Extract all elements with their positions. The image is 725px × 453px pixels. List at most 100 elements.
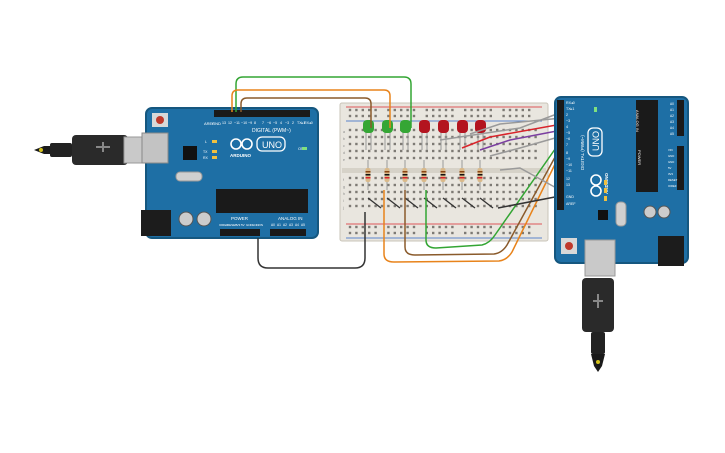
right-pin-3v3: 3V3 xyxy=(668,172,673,176)
right-power-pin-labels: VIN GND GND 5V 3V3 RESET IOREF xyxy=(668,148,678,188)
breadboard-hole xyxy=(528,149,531,153)
breadboard-hole xyxy=(380,156,384,160)
breadboard-hole xyxy=(515,135,518,139)
breadboard-hole xyxy=(412,114,416,118)
wire-orange-right xyxy=(383,153,561,263)
breadboard-hole xyxy=(361,204,364,208)
led xyxy=(400,120,411,150)
breadboard-hole xyxy=(470,149,473,153)
breadboard-hole xyxy=(496,204,499,208)
breadboard-hole xyxy=(508,156,512,160)
right-pin-a2: A2 xyxy=(670,114,674,118)
breadboard-hole xyxy=(534,149,537,153)
breadboard-hole xyxy=(457,183,460,187)
left-pin-0: RX◂0 xyxy=(304,121,313,125)
breadboard-hole xyxy=(438,231,441,235)
breadboard-hole xyxy=(400,190,403,194)
left-pin-reset: RESET xyxy=(227,223,237,227)
breadboard-hole xyxy=(419,135,422,139)
breadboard-hole xyxy=(470,135,473,139)
breadboard-hole xyxy=(502,190,505,194)
breadboard-hole xyxy=(496,128,499,132)
breadboard-hole xyxy=(400,204,403,208)
left-digital-label: DIGITAL (PWM~) xyxy=(252,128,291,134)
wire-green-right xyxy=(425,141,561,249)
left-pin-ioref: IOREF xyxy=(219,223,228,227)
breadboard-hole xyxy=(380,176,384,180)
right-pin-gnd2: GND xyxy=(668,160,674,164)
right-pin-reset: RESET xyxy=(668,178,678,182)
breadboard-hole xyxy=(438,176,441,180)
left-pin-5v: 5V xyxy=(241,223,245,227)
right-pin-11: ~11 xyxy=(566,169,572,173)
breadboard-hole xyxy=(374,114,377,118)
breadboard-hole xyxy=(387,108,390,112)
breadboard-hole xyxy=(355,142,358,146)
wire-purple-right xyxy=(479,129,563,151)
breadboard-hole xyxy=(432,135,435,139)
left-pin-7: 7 xyxy=(262,121,264,125)
breadboard-hole xyxy=(393,197,396,201)
breadboard-hole xyxy=(451,135,454,139)
right-pin-8: 8 xyxy=(566,151,568,155)
breadboard-hole xyxy=(393,108,396,112)
breadboard-hole xyxy=(515,231,518,235)
breadboard-hole xyxy=(355,231,358,235)
right-pin-9: ~9 xyxy=(566,157,570,161)
breadboard-hole xyxy=(374,142,377,146)
breadboard-hole xyxy=(425,156,428,160)
left-digital-pin-labels: 13 12 ~11 ~10 ~9 8 7 ~6 ~5 4 ~3 2 TX▸1 R… xyxy=(222,121,313,125)
breadboard-hole xyxy=(393,156,396,160)
breadboard-hole xyxy=(374,183,377,187)
right-analog-pin-labels: A0 A1 A2 A3 A4 A5 xyxy=(670,102,674,136)
breadboard-hole xyxy=(432,204,435,208)
breadboard-hole xyxy=(400,183,403,187)
wire-orange-left xyxy=(231,89,391,128)
breadboard-hole xyxy=(476,197,480,201)
breadboard-hole xyxy=(502,149,505,153)
breadboard-hole xyxy=(406,149,409,153)
right-pin-1: TX▸1 xyxy=(566,107,574,111)
breadboard-hole xyxy=(361,176,364,180)
breadboard-hole xyxy=(528,225,531,229)
breadboard-hole xyxy=(393,142,396,146)
wire-gray-4 xyxy=(499,167,561,191)
breadboard-hole xyxy=(355,128,358,132)
breadboard-hole xyxy=(470,114,473,118)
breadboard-hole xyxy=(470,183,473,187)
breadboard-hole xyxy=(470,128,473,132)
breadboard-hole xyxy=(419,142,422,146)
breadboard-hole xyxy=(438,204,441,208)
breadboard-hole xyxy=(502,197,505,201)
breadboard-hole xyxy=(528,197,531,201)
breadboard-hole xyxy=(515,176,518,180)
breadboard-hole xyxy=(387,114,390,118)
breadboard-hole xyxy=(508,135,512,139)
breadboard-hole xyxy=(380,204,384,208)
breadboard-hole xyxy=(438,142,441,146)
breadboard-hole xyxy=(412,183,416,187)
breadboard-hole xyxy=(406,176,409,180)
resistor xyxy=(402,160,408,190)
breadboard-hole xyxy=(534,204,537,208)
breadboard-hole xyxy=(438,225,441,229)
breadboard-hole xyxy=(425,149,428,153)
right-pin-gnd: GND xyxy=(566,195,574,199)
breadboard-hole xyxy=(508,197,512,201)
right-pin-3: ~3 xyxy=(566,119,570,123)
left-pin-10: ~10 xyxy=(241,121,247,125)
right-pin-ioref: IOREF xyxy=(668,184,677,188)
breadboard-hole xyxy=(380,135,384,139)
breadboard-hole xyxy=(438,108,441,112)
gnd-label: GND xyxy=(212,121,221,126)
left-pin-a0: A0 xyxy=(271,223,275,227)
arduino-logo-left: ARDUINO xyxy=(230,138,253,158)
breadboard-hole xyxy=(528,190,531,194)
breadboard-hole xyxy=(361,114,364,118)
breadboard-hole xyxy=(387,225,390,229)
left-pin-a2: A2 xyxy=(283,223,287,227)
breadboard-hole xyxy=(425,190,428,194)
breadboard-hole xyxy=(483,231,486,235)
breadboard-hole xyxy=(361,142,364,146)
breadboard-hole xyxy=(432,114,435,118)
